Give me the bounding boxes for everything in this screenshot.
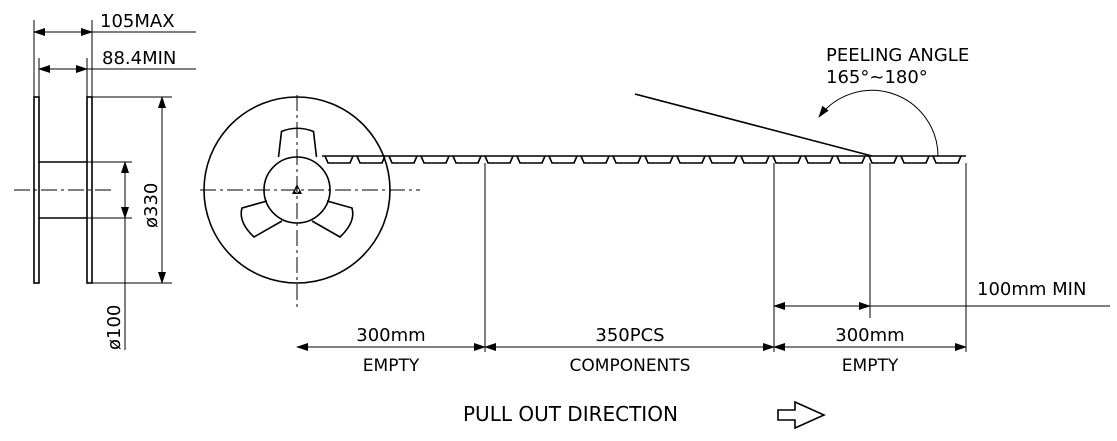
section-2-length: 350PCS <box>595 325 664 346</box>
tape-pocket <box>836 155 866 164</box>
reel-side-view: 105MAX 88.4MIN ø330 ø100 <box>14 11 196 350</box>
section-2-name: COMPONENTS <box>570 356 691 376</box>
tape-pocket <box>868 155 898 164</box>
tape-pocket <box>740 155 770 164</box>
tape-pocket <box>804 155 834 164</box>
tape-pocket <box>612 155 642 164</box>
tape-pocket <box>548 155 578 164</box>
reel-front-view <box>200 95 420 310</box>
section-1-name: EMPTY <box>363 356 420 376</box>
peeling-angle-arc <box>818 89 939 157</box>
tape-pocket <box>708 155 738 164</box>
direction-arrow-icon <box>777 400 826 430</box>
right-flange <box>86 96 93 284</box>
cover-tape-line <box>634 93 873 157</box>
tape-pocket <box>644 155 674 164</box>
tape-pockets <box>324 155 962 164</box>
min-length-label: 100mm MIN <box>977 279 1086 300</box>
peeling-angle-value: 165°~180° <box>826 67 928 88</box>
section-3-length: 300mm <box>835 325 904 346</box>
tape-pocket <box>516 155 546 164</box>
overall-width-label: 105MAX <box>100 11 175 32</box>
tape-pocket <box>772 155 802 164</box>
tape-pocket <box>452 155 482 164</box>
hub-diameter-label: ø100 <box>104 305 125 350</box>
peeling-angle-indicator: PEELING ANGLE 165°~180° <box>634 45 969 157</box>
reel-window-left <box>240 200 283 238</box>
pull-direction: PULL OUT DIRECTION <box>463 400 826 430</box>
reel-window-right <box>311 200 354 238</box>
section-1-length: 300mm <box>356 325 425 346</box>
peeling-angle-label: PEELING ANGLE <box>826 45 969 66</box>
tape-pocket <box>484 155 514 164</box>
tape-pocket <box>580 155 610 164</box>
tape-pocket <box>420 155 450 164</box>
section-3-name: EMPTY <box>842 356 899 376</box>
inner-width-label: 88.4MIN <box>102 48 176 69</box>
tape-pocket <box>676 155 706 164</box>
outer-diameter-label: ø330 <box>141 183 162 228</box>
tape-pocket <box>324 155 354 164</box>
carrier-tape <box>322 155 966 164</box>
tape-pocket <box>900 155 930 164</box>
tape-pocket <box>388 155 418 164</box>
section-dimensions: 300mm EMPTY 350PCS COMPONENTS 300mm EMPT… <box>296 163 1110 376</box>
direction-label: PULL OUT DIRECTION <box>463 402 678 426</box>
tape-pocket <box>932 155 962 164</box>
tape-pocket <box>356 155 386 164</box>
